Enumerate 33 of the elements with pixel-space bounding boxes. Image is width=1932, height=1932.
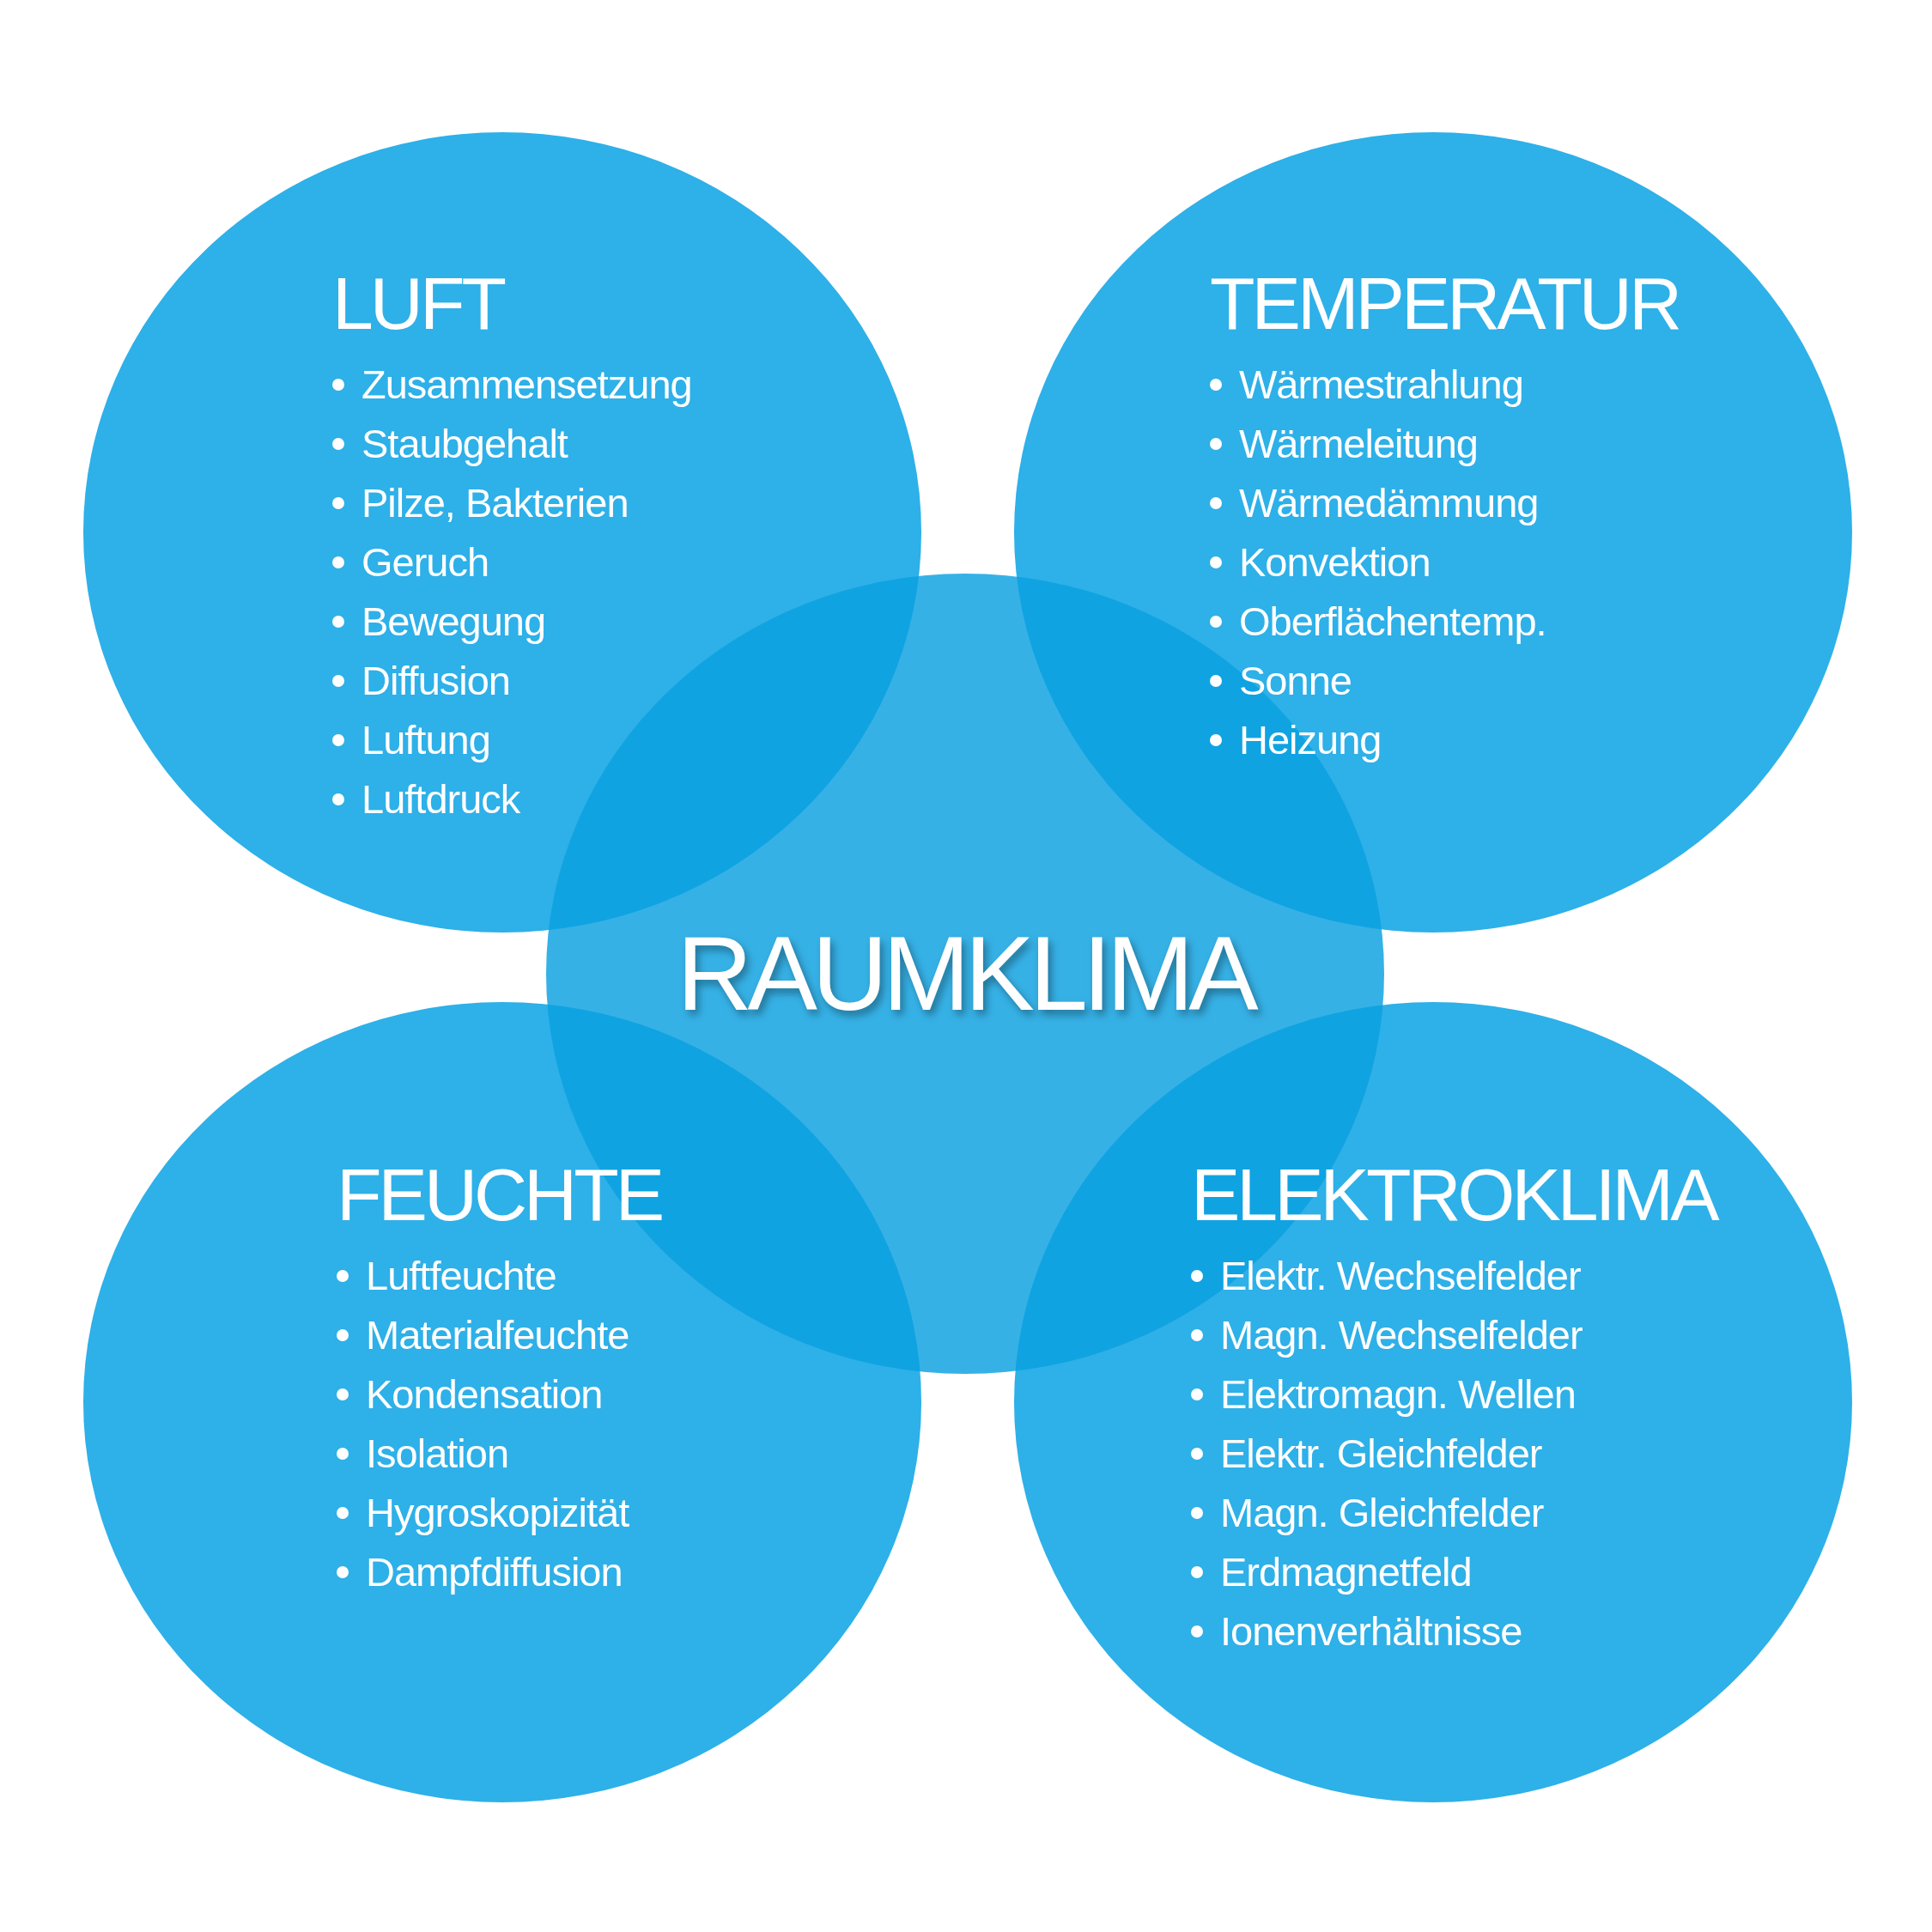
list-item: Dampfdiffusion <box>366 1548 623 1596</box>
list-item: Elektr. Wechselfelder <box>1220 1252 1581 1300</box>
circle-heading: ELEKTROKLIMA <box>1191 1152 1716 1237</box>
list-item: Wärmeleitung <box>1239 420 1478 468</box>
list-item: Magn. Wechselfelder <box>1220 1311 1583 1359</box>
list-item: Wärmestrahlung <box>1239 361 1523 409</box>
list-item: Staubgehalt <box>361 420 568 468</box>
list-item: Hygroskopizität <box>366 1489 629 1537</box>
list-item: Pilze, Bakterien <box>361 479 629 527</box>
list-item: Erdmagnetfeld <box>1220 1548 1472 1596</box>
list-item: Zusammensetzung <box>361 361 692 409</box>
list-item: Diffusion <box>361 657 510 705</box>
circle-heading: FEUCHTE <box>337 1152 662 1237</box>
list-item: Wärmedämmung <box>1239 479 1539 527</box>
center-title: RAUMKLIMA <box>677 914 1254 1034</box>
list-item: Kondensation <box>366 1370 603 1419</box>
list-item: Elektromagn. Wellen <box>1220 1370 1576 1419</box>
list-item: Luftdruck <box>361 775 520 823</box>
list-item: Bewegung <box>361 598 546 646</box>
list-item: Konvektion <box>1239 538 1431 586</box>
list-item: Magn. Gleichfelder <box>1220 1489 1544 1537</box>
list-item: Materialfeuchte <box>366 1311 629 1359</box>
list-item: Elektr. Gleichfelder <box>1220 1430 1542 1478</box>
circle-heading: LUFT <box>332 261 503 346</box>
list-item: Luftfeuchte <box>366 1252 556 1300</box>
list-item: Sonne <box>1239 657 1352 705</box>
list-item: Geruch <box>361 538 489 586</box>
list-item: Heizung <box>1239 716 1382 764</box>
list-item: Isolation <box>366 1430 509 1478</box>
circle-heading: TEMPERATUR <box>1210 261 1680 346</box>
list-item: Oberflächentemp. <box>1239 598 1546 646</box>
list-item: Ionenverhältnisse <box>1220 1607 1522 1656</box>
list-item: Luftung <box>361 716 490 764</box>
